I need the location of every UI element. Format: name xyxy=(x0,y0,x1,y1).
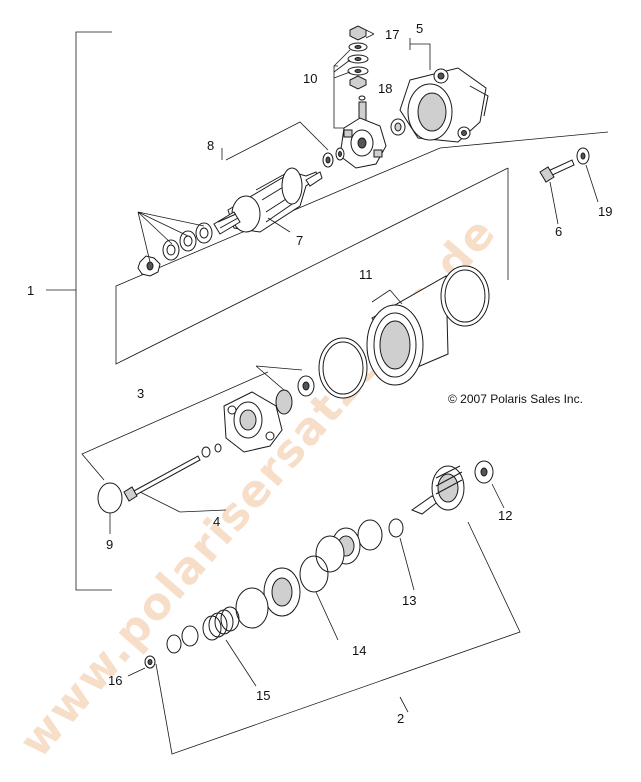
part-armature-washers-right xyxy=(221,121,345,168)
callout-19: 19 xyxy=(598,204,612,219)
assembly-bracket-armature xyxy=(115,131,609,365)
callout-6: 6 xyxy=(555,224,562,239)
part-spring-15 xyxy=(202,606,257,687)
part-armature xyxy=(213,167,323,235)
callout-2: 2 xyxy=(397,711,404,726)
callout-17: 17 xyxy=(385,27,399,42)
copyright-notice: © 2007 Polaris Sales Inc. xyxy=(448,392,583,406)
callout-15: 15 xyxy=(256,688,270,703)
callout-1: 1 xyxy=(27,283,34,298)
part-bushing xyxy=(390,118,406,136)
assembly-bracket-through-bolts xyxy=(81,371,269,513)
part-end-cap xyxy=(399,38,489,143)
assembly-bracket-clutch xyxy=(155,521,521,755)
callout-13: 13 xyxy=(402,593,416,608)
callout-7: 7 xyxy=(296,233,303,248)
part-terminal-hardware-stack xyxy=(333,25,375,129)
part-o-ring-14 xyxy=(299,555,339,641)
part-through-bolt-6 xyxy=(539,159,575,225)
callout-11: 11 xyxy=(359,267,373,282)
callout-8: 8 xyxy=(207,138,214,153)
part-armature-shims-left xyxy=(137,211,213,277)
part-plug-9 xyxy=(97,482,123,534)
part-through-bolt-4 xyxy=(123,443,222,502)
part-clutch-body xyxy=(235,567,301,629)
callout-3: 3 xyxy=(137,386,144,401)
part-pinion-gear xyxy=(410,465,465,515)
part-washer-16 xyxy=(127,655,156,677)
part-drive-end-housing xyxy=(223,365,315,453)
callout-14: 14 xyxy=(352,643,366,658)
callout-4: 4 xyxy=(213,514,220,529)
callout-12: 12 xyxy=(498,508,512,523)
callout-18: 18 xyxy=(378,81,392,96)
callout-9: 9 xyxy=(106,537,113,552)
assembly-bracket-1 xyxy=(46,31,112,591)
callout-16: 16 xyxy=(108,673,122,688)
part-brush-plate xyxy=(339,101,387,169)
callout-10: 10 xyxy=(303,71,317,86)
part-snap-ring-13 xyxy=(388,518,415,591)
part-stator-housing xyxy=(318,265,490,399)
part-clutch-washers xyxy=(166,625,199,654)
part-washer-12 xyxy=(474,460,505,509)
part-washer-19 xyxy=(576,147,599,203)
callout-5: 5 xyxy=(416,21,423,36)
part-clutch-plates xyxy=(315,519,383,573)
